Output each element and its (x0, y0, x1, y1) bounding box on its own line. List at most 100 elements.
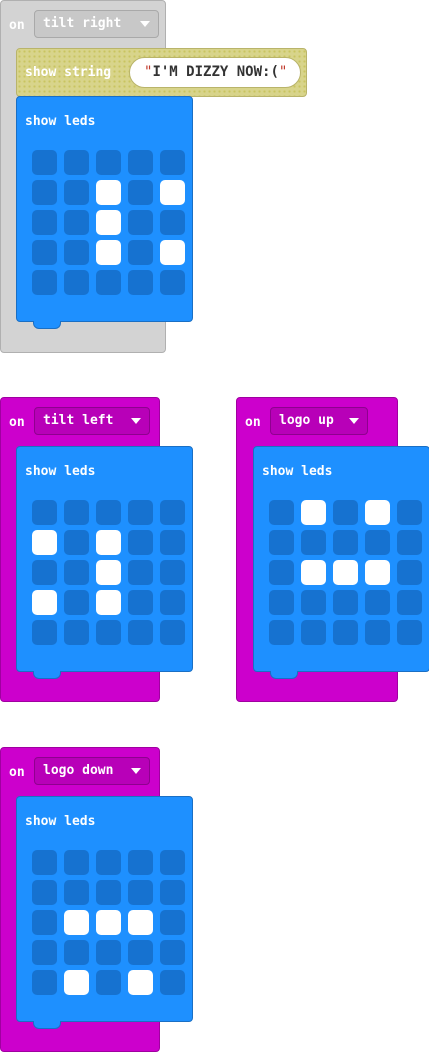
led-cell[interactable] (160, 850, 185, 875)
led-cell[interactable] (128, 910, 153, 935)
led-cell[interactable] (32, 850, 57, 875)
led-cell[interactable] (160, 940, 185, 965)
led-cell[interactable] (128, 180, 153, 205)
string-input[interactable]: "I'M DIZZY NOW:(" (129, 57, 301, 88)
led-cell[interactable] (333, 530, 358, 555)
led-cell[interactable] (160, 210, 185, 235)
gesture-dropdown[interactable]: logo up (270, 407, 368, 435)
gesture-dropdown[interactable]: logo down (34, 757, 150, 785)
led-cell[interactable] (128, 210, 153, 235)
led-cell[interactable] (301, 590, 326, 615)
led-cell[interactable] (160, 270, 185, 295)
led-cell[interactable] (365, 590, 390, 615)
led-cell[interactable] (32, 940, 57, 965)
led-cell[interactable] (96, 270, 121, 295)
led-cell[interactable] (96, 500, 121, 525)
led-cell[interactable] (397, 620, 422, 645)
led-cell[interactable] (96, 530, 121, 555)
led-cell[interactable] (365, 530, 390, 555)
led-cell[interactable] (96, 970, 121, 995)
led-cell[interactable] (128, 620, 153, 645)
led-cell[interactable] (160, 530, 185, 555)
led-cell[interactable] (397, 500, 422, 525)
show-leds-block[interactable]: show leds (16, 796, 193, 1029)
led-cell[interactable] (64, 590, 89, 615)
led-cell[interactable] (397, 530, 422, 555)
led-cell[interactable] (64, 240, 89, 265)
led-cell[interactable] (32, 910, 57, 935)
led-cell[interactable] (128, 940, 153, 965)
led-cell[interactable] (301, 560, 326, 585)
led-cell[interactable] (128, 240, 153, 265)
led-cell[interactable] (64, 970, 89, 995)
led-cell[interactable] (96, 590, 121, 615)
led-cell[interactable] (128, 850, 153, 875)
led-cell[interactable] (64, 910, 89, 935)
led-cell[interactable] (32, 500, 57, 525)
led-cell[interactable] (64, 150, 89, 175)
led-cell[interactable] (160, 180, 185, 205)
led-cell[interactable] (160, 560, 185, 585)
led-cell[interactable] (32, 210, 57, 235)
led-cell[interactable] (64, 940, 89, 965)
led-cell[interactable] (160, 880, 185, 905)
gesture-dropdown[interactable]: tilt right (34, 10, 159, 38)
led-cell[interactable] (64, 880, 89, 905)
led-cell[interactable] (128, 530, 153, 555)
led-cell[interactable] (96, 620, 121, 645)
led-cell[interactable] (269, 560, 294, 585)
led-cell[interactable] (333, 620, 358, 645)
led-cell[interactable] (32, 150, 57, 175)
led-cell[interactable] (128, 270, 153, 295)
show-leds-block[interactable]: show leds (16, 96, 193, 329)
led-cell[interactable] (64, 270, 89, 295)
gesture-dropdown[interactable]: tilt left (34, 407, 150, 435)
event-block-tilt-left[interactable]: on tilt left show leds (0, 397, 193, 702)
led-cell[interactable] (160, 620, 185, 645)
led-cell[interactable] (64, 180, 89, 205)
led-cell[interactable] (365, 560, 390, 585)
led-cell[interactable] (128, 880, 153, 905)
led-cell[interactable] (269, 500, 294, 525)
led-cell[interactable] (397, 560, 422, 585)
show-leds-block[interactable]: show leds (16, 446, 193, 679)
led-cell[interactable] (333, 560, 358, 585)
event-block-tilt-right[interactable]: on tilt right show string "I'M DIZZY NOW… (0, 0, 307, 353)
led-cell[interactable] (160, 970, 185, 995)
led-cell[interactable] (128, 560, 153, 585)
led-cell[interactable] (96, 240, 121, 265)
led-cell[interactable] (96, 150, 121, 175)
led-cell[interactable] (96, 850, 121, 875)
led-cell[interactable] (32, 530, 57, 555)
led-cell[interactable] (32, 240, 57, 265)
led-cell[interactable] (96, 880, 121, 905)
led-cell[interactable] (333, 500, 358, 525)
led-cell[interactable] (96, 910, 121, 935)
led-cell[interactable] (160, 240, 185, 265)
led-cell[interactable] (365, 620, 390, 645)
led-cell[interactable] (160, 500, 185, 525)
led-cell[interactable] (269, 590, 294, 615)
led-cell[interactable] (64, 850, 89, 875)
led-cell[interactable] (32, 180, 57, 205)
led-cell[interactable] (96, 940, 121, 965)
led-cell[interactable] (32, 590, 57, 615)
led-cell[interactable] (96, 210, 121, 235)
led-cell[interactable] (128, 590, 153, 615)
led-cell[interactable] (96, 560, 121, 585)
led-cell[interactable] (32, 620, 57, 645)
event-block-logo-up[interactable]: on logo up show leds (236, 397, 429, 702)
led-cell[interactable] (333, 590, 358, 615)
led-cell[interactable] (269, 620, 294, 645)
led-cell[interactable] (64, 560, 89, 585)
led-cell[interactable] (269, 530, 294, 555)
led-cell[interactable] (160, 150, 185, 175)
event-block-logo-down[interactable]: on logo down show leds (0, 747, 193, 1052)
led-cell[interactable] (301, 530, 326, 555)
led-cell[interactable] (160, 590, 185, 615)
led-cell[interactable] (128, 500, 153, 525)
led-cell[interactable] (128, 150, 153, 175)
led-cell[interactable] (301, 500, 326, 525)
led-cell[interactable] (32, 270, 57, 295)
led-cell[interactable] (64, 620, 89, 645)
